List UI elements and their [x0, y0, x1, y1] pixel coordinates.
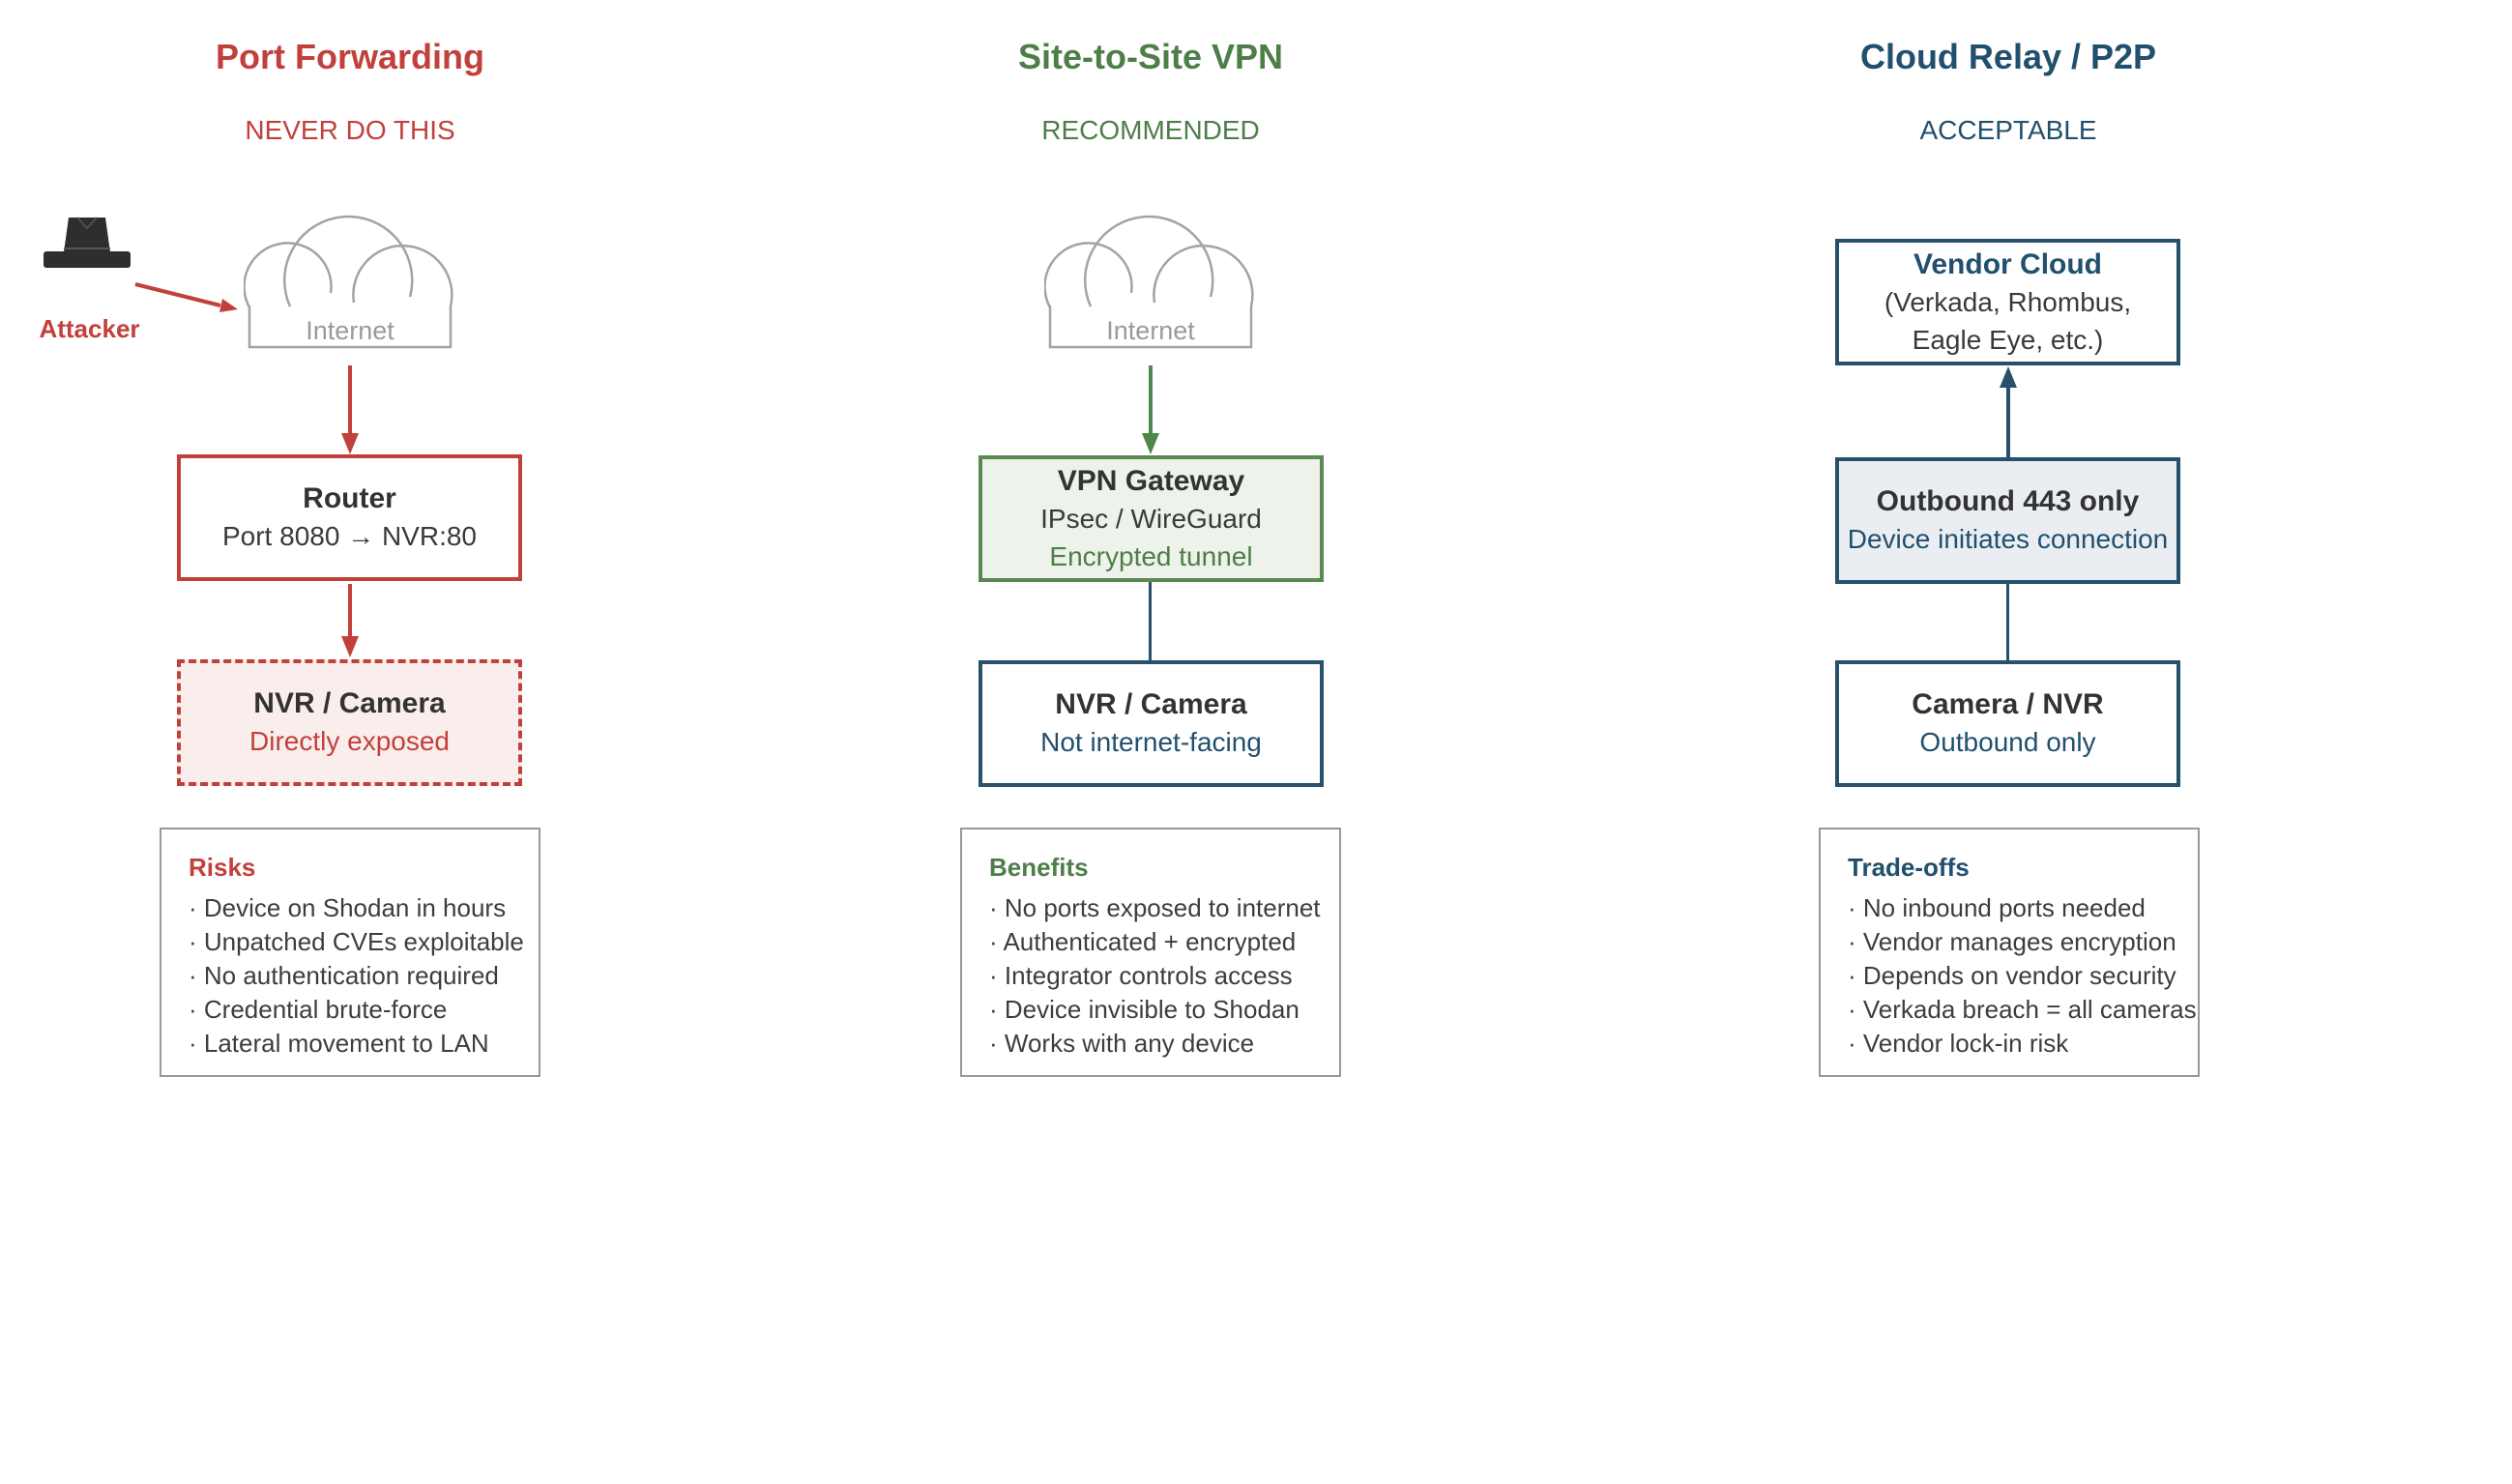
vpn-gateway-node-status: Encrypted tunnel — [1049, 540, 1253, 571]
exposed-nvr-node-title: NVR / Camera — [253, 686, 446, 719]
list-item: · Integrator controls access — [989, 961, 1293, 990]
protected-nvr-node: NVR / Camera Not internet-facing — [979, 660, 1324, 787]
up-arrow-outbound-to-vendor-icon — [2000, 366, 2017, 457]
connector-line-gateway-to-nvr — [1149, 582, 1152, 662]
router-node-title: Router — [303, 481, 396, 514]
list-item: · Vendor lock-in risk — [1848, 1029, 2069, 1058]
list-item: · No authentication required — [189, 961, 499, 990]
column-title-port-forwarding: Port Forwarding — [216, 37, 484, 76]
internet-label: Internet — [306, 316, 394, 345]
column-subtitle-acceptable: ACCEPTABLE — [1919, 115, 2097, 145]
list-item: · No inbound ports needed — [1848, 893, 2146, 922]
list-item: · Verkada breach = all cameras — [1848, 995, 2197, 1024]
attacker-hat-icon — [44, 217, 131, 268]
list-item: · Credential brute-force — [189, 995, 448, 1024]
column-subtitle-never-do-this: NEVER DO THIS — [245, 115, 455, 145]
column-subtitle-recommended: RECOMMENDED — [1041, 115, 1260, 145]
list-item: · No ports exposed to internet — [989, 893, 1321, 922]
exposed-nvr-node-status: Directly exposed — [249, 726, 450, 757]
column-title-cloud-relay-p2p: Cloud Relay / P2P — [1859, 37, 2157, 76]
router-node: Router Port 8080 → NVR:80 — [177, 454, 522, 581]
list-item: · Lateral movement to LAN — [189, 1029, 489, 1058]
vpn-gateway-node-title: VPN Gateway — [1057, 464, 1245, 497]
tradeoffs-list-title: Trade-offs — [1848, 853, 1970, 882]
column-title-site-to-site-vpn: Site-to-Site VPN — [1017, 37, 1284, 76]
down-arrow-cloud-to-router-icon — [341, 365, 359, 454]
list-item: · Device on Shodan in hours — [189, 893, 507, 922]
vpn-gateway-node: VPN Gateway IPsec / WireGuard Encrypted … — [979, 455, 1324, 582]
risks-list: Risks · Device on Shodan in hours · Unpa… — [160, 828, 540, 1077]
down-arrow-router-to-nvr-icon — [341, 584, 359, 657]
list-item: · Authenticated + encrypted — [989, 927, 1297, 956]
list-item: · Depends on vendor security — [1848, 961, 2176, 990]
list-item: · Vendor manages encryption — [1848, 927, 2176, 956]
connector-line-outbound-to-camera — [2006, 583, 2009, 662]
internet-cloud-icon: Internet — [244, 215, 453, 349]
camera-nvr-node: Camera / NVR Outbound only — [1835, 660, 2180, 787]
tradeoffs-list: Trade-offs · No inbound ports needed · V… — [1819, 828, 2200, 1077]
internet-cloud-icon: Internet — [1044, 215, 1254, 349]
camera-nvr-node-title: Camera / NVR — [1912, 687, 2104, 720]
router-node-port-mapping: Port 8080 → NVR:80 — [221, 521, 478, 552]
benefits-list: Benefits · No ports exposed to internet … — [960, 828, 1341, 1077]
list-item: · Works with any device — [989, 1029, 1255, 1058]
protected-nvr-node-title: NVR / Camera — [1055, 687, 1247, 720]
exposed-nvr-node: NVR / Camera Directly exposed — [177, 659, 522, 786]
vendor-cloud-node-vendors-line2: Eagle Eye, etc.) — [1912, 324, 2104, 355]
vendor-cloud-node-title: Vendor Cloud — [1913, 247, 2102, 280]
attack-arrow-icon — [134, 282, 238, 312]
vendor-cloud-node: Vendor Cloud (Verkada, Rhombus, Eagle Ey… — [1835, 239, 2180, 365]
outbound-443-node: Outbound 443 only Device initiates conne… — [1835, 457, 2180, 584]
outbound-443-node-title: Outbound 443 only — [1876, 484, 2140, 517]
benefits-list-title: Benefits — [989, 853, 1089, 882]
down-arrow-cloud-to-gateway-icon — [1142, 365, 1159, 454]
protected-nvr-node-status: Not internet-facing — [1040, 727, 1262, 758]
risks-list-title: Risks — [189, 853, 256, 882]
list-item: · Unpatched CVEs exploitable — [189, 927, 524, 956]
internet-label: Internet — [1106, 316, 1195, 345]
list-item: · Device invisible to Shodan — [989, 995, 1300, 1024]
camera-nvr-node-status: Outbound only — [1919, 727, 2096, 758]
outbound-443-node-status: Device initiates connection — [1847, 524, 2169, 555]
vendor-cloud-node-vendors-line1: (Verkada, Rhombus, — [1884, 287, 2132, 318]
vpn-gateway-node-protocols: IPsec / WireGuard — [1040, 504, 1262, 535]
attacker-label: Attacker — [39, 314, 140, 343]
